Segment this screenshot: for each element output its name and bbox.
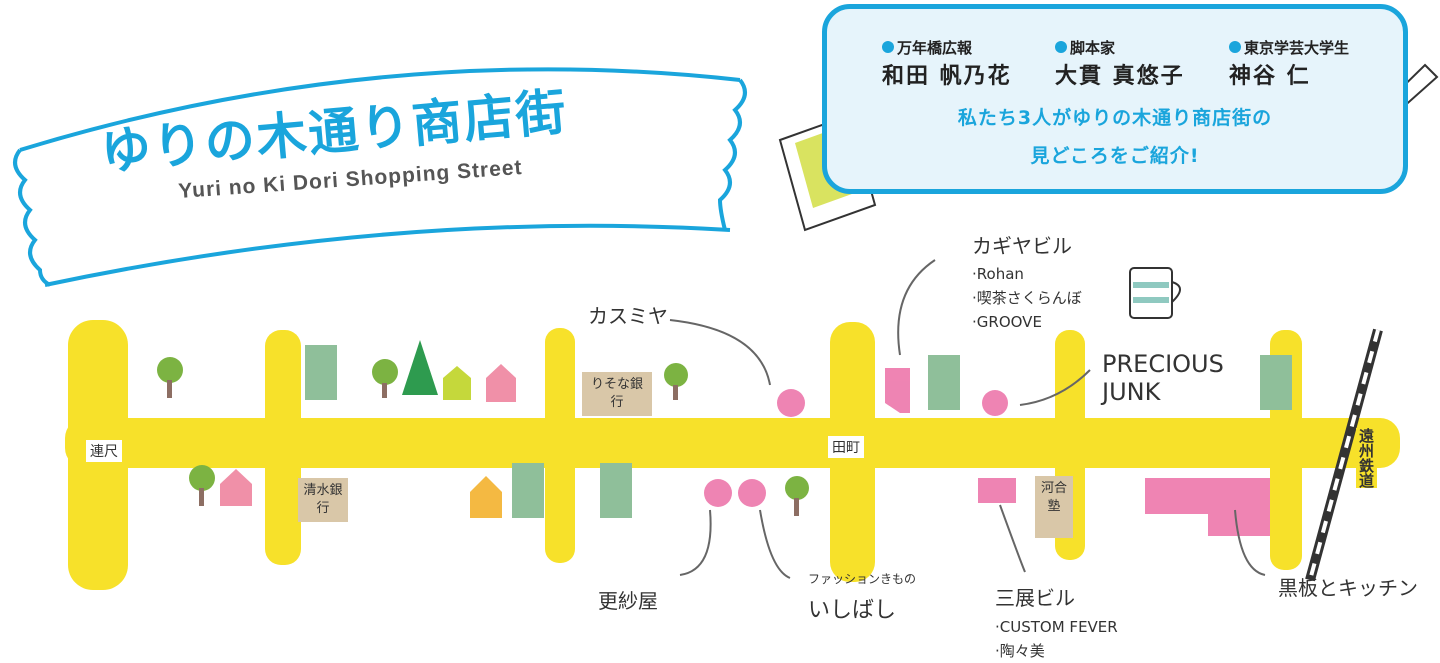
kagiya-tenants: ·Rohan ·喫茶さくらんぼ ·GROOVE (972, 262, 1082, 334)
street-label-tamachi: 田町 (828, 436, 864, 458)
tenant: ·Rohan (972, 265, 1024, 283)
railway-label: 遠州鉄道 (1356, 428, 1377, 488)
person-card: 脚本家 大貫 真悠子 (1055, 37, 1185, 90)
banner-bottom-line (44, 223, 731, 287)
intro-text-line1: 私たち3人がゆりの木通り商店街の (957, 107, 1273, 129)
person-role: 脚本家 (1070, 39, 1116, 57)
shop-kokuban-to-kitchen: 黒板とキッチン (1278, 576, 1418, 600)
person-role: 万年橋広報 (897, 39, 973, 57)
tenant: ·喫茶さくらんぼ (972, 289, 1082, 307)
railway (1305, 328, 1383, 582)
banner-top-line (19, 67, 741, 152)
sign-shimizu-bank: 清水銀行 (298, 478, 348, 522)
shop-kasumiya: カスミヤ (588, 304, 668, 328)
intro-text-line2: 見どころをご紹介! (1030, 145, 1200, 167)
tenant: ·CUSTOM FEVER (995, 618, 1118, 636)
shop-ishibashi: いしばし (808, 598, 897, 623)
shop-marks (704, 368, 1270, 536)
tenant: ·GROOVE (972, 313, 1042, 331)
street-label-renjaku: 連尺 (86, 440, 122, 462)
shop-sarashaya: 更紗屋 (598, 589, 658, 613)
santen-tenants: ·CUSTOM FEVER ·陶々美 (995, 615, 1118, 663)
shop-ishibashi-caption: ファッションきもの (808, 572, 917, 586)
person-name: 大貫 真悠子 (1055, 64, 1185, 89)
coffee-mug-illustration (1129, 267, 1181, 319)
person-card: 東京学芸大学生 神谷 仁 (1229, 37, 1349, 90)
sign-kawai-juku: 河合塾 (1035, 476, 1073, 538)
tenant: ·陶々美 (995, 642, 1045, 660)
shop-kagiya-building: カギヤビル (972, 234, 1072, 258)
person-role: 東京学芸大学生 (1244, 39, 1350, 57)
trees (157, 340, 809, 516)
sign-risona-bank: りそな銀行 (582, 372, 652, 416)
shop-santen-building: 三展ビル (995, 586, 1075, 610)
intro-speech-bubble: 万年橋広報 和田 帆乃花 脚本家 大貫 真悠子 東京学芸大学生 神谷 仁 私たち… (822, 4, 1408, 194)
buildings (305, 345, 1292, 518)
person-card: 万年橋広報 和田 帆乃花 (882, 37, 1012, 90)
person-name: 和田 帆乃花 (882, 64, 1012, 89)
leader-arrows (669, 259, 1266, 579)
houses (220, 364, 516, 518)
person-name: 神谷 仁 (1229, 64, 1311, 89)
